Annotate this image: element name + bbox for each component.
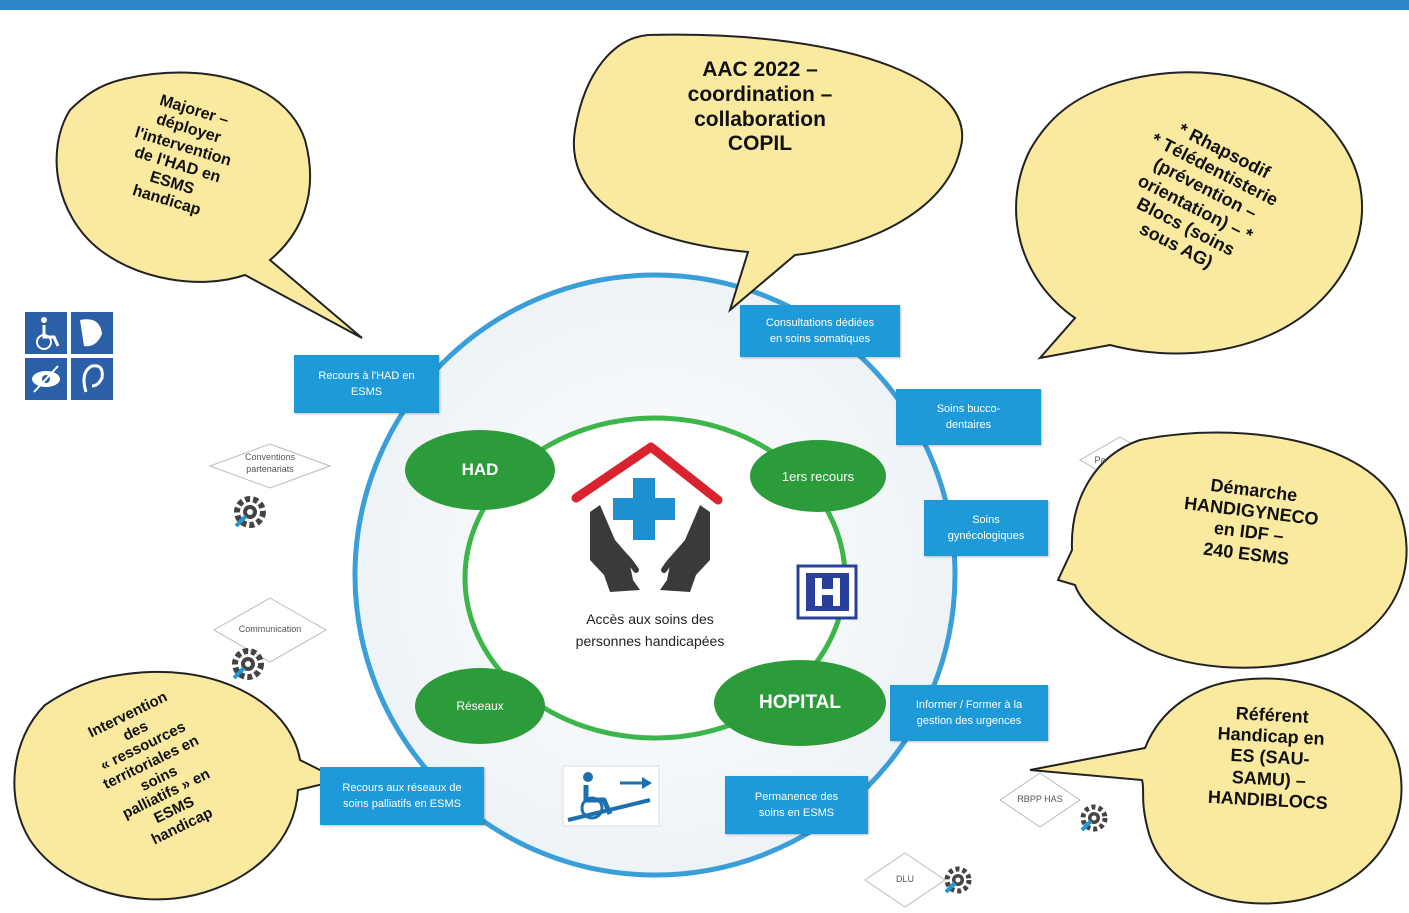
premiers-recours-ellipse [750,440,886,512]
conventions-diamond [208,443,332,489]
gear-icon [232,648,264,680]
aac-text: AAC 2022 – coordination – collaboration … [687,58,833,156]
gear-icon [234,496,266,528]
top-bar [0,0,1409,10]
majorer-bubble [55,71,363,339]
dlu-diamond [864,852,946,908]
rbpp-diamond [999,772,1081,828]
aac-bubble [572,33,963,313]
center-title: Accès aux soins des personnes handicapée… [575,611,725,650]
referent-text: Référent Handicap en ES (SAU- SAMU) – HA… [1207,703,1329,814]
premiers-recours-label: 1ers recours [781,468,855,484]
gear-icon [944,866,972,894]
reseaux-label: Réseaux [456,699,504,713]
hands-house-icon [571,442,723,592]
dlu-label: DLU [895,874,914,884]
hospital-h-icon [796,564,858,620]
box-bucco: Soins bucco-dentaires [896,389,1041,445]
hopital-label: HOPITAL [759,692,841,713]
had-label: HAD [461,460,499,479]
rbpp-label: RBPP HAS [1017,794,1063,804]
communication-label: Communication [238,624,302,634]
intervention-bubble [13,670,343,901]
partial-label: Pa [1094,455,1106,465]
rhapsodif-bubble [1015,71,1364,360]
handigyneco-bubble [1056,431,1408,669]
had-ellipse [405,430,555,510]
referent-bubble [1029,677,1403,905]
reseaux-ellipse [415,668,545,744]
communication-diamond [212,597,328,663]
gear-icon [1080,804,1108,832]
hopital-ellipse [714,660,886,746]
wheelchair-ramp-icon [562,765,660,827]
accessibility-icons [23,310,115,402]
